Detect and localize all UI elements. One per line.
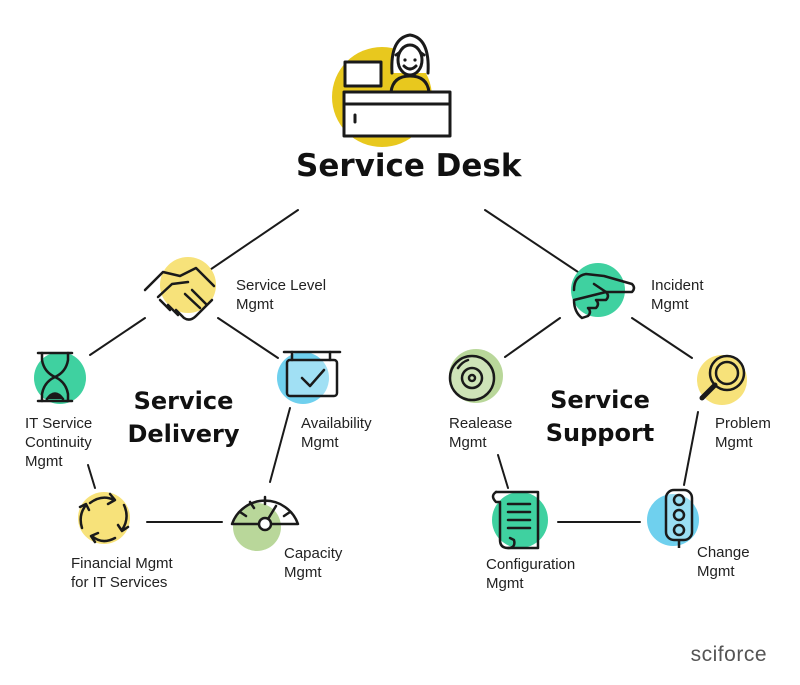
availability-line2: Mgmt — [301, 434, 339, 451]
connector-incident-problem — [631, 317, 693, 359]
continuity-line3: Mgmt — [25, 453, 63, 470]
problem-line2: Mgmt — [715, 434, 753, 451]
service-delivery-line1: Service — [133, 387, 234, 415]
disc-icon — [448, 349, 503, 403]
service-level-line2: Mgmt — [236, 296, 274, 313]
connector-incident-release — [504, 317, 561, 358]
incident-label: Incident Mgmt — [651, 276, 704, 314]
service-support-heading: Service Support — [540, 384, 660, 450]
configuration-line2: Mgmt — [486, 575, 524, 592]
connector-desk-incident — [484, 209, 591, 281]
configuration-label: Configuration Mgmt — [486, 555, 575, 593]
hourglass-icon — [34, 351, 86, 404]
service-level-label: Service Level Mgmt — [236, 276, 326, 314]
service-support-line2: Support — [545, 419, 655, 447]
incident-line1: Incident — [651, 277, 704, 294]
continuity-label: IT Service Continuity Mgmt — [25, 414, 92, 471]
connector-problem-change — [683, 411, 699, 486]
document-scroll-icon — [491, 490, 548, 550]
service-level-line1: Service Level — [236, 277, 327, 294]
incident-line2: Mgmt — [651, 296, 689, 313]
magnifier-icon — [697, 354, 747, 405]
brand-logo: sciforce — [690, 643, 767, 666]
capacity-label: Capacity Mgmt — [284, 544, 342, 582]
service-desk-agent-icon — [332, 33, 452, 147]
pointing-hand-icon — [571, 263, 636, 320]
connector-release-configuration — [497, 454, 509, 489]
release-line1: Realease — [449, 415, 513, 432]
release-label: Realease Mgmt — [449, 414, 512, 452]
continuity-line1: IT Service — [25, 415, 93, 432]
problem-label: Problem Mgmt — [715, 414, 771, 452]
traffic-light-icon — [647, 488, 699, 548]
change-label: Change Mgmt — [697, 543, 750, 581]
capacity-line1: Capacity — [284, 545, 343, 562]
page-title: Service Desk — [296, 148, 522, 184]
availability-line1: Availability — [301, 415, 372, 432]
monitor-check-icon — [277, 350, 342, 404]
configuration-line1: Configuration — [486, 556, 576, 573]
gauge-icon — [230, 495, 300, 551]
cycle-arrows-icon — [78, 492, 130, 544]
change-line2: Mgmt — [697, 563, 735, 580]
availability-label: Availability Mgmt — [301, 414, 372, 452]
service-delivery-heading: Service Delivery — [126, 385, 241, 451]
service-support-line1: Service — [550, 386, 650, 414]
problem-line1: Problem — [715, 415, 771, 432]
connector-service-level-availability — [217, 317, 279, 359]
continuity-line2: Continuity — [25, 434, 92, 451]
capacity-line2: Mgmt — [284, 564, 322, 581]
financial-line2: for IT Services — [71, 574, 168, 591]
financial-label: Financial Mgmt for IT Services — [71, 554, 173, 592]
connector-continuity-financial — [87, 464, 96, 489]
connector-desk-service-level — [194, 209, 299, 281]
connector-availability-capacity — [269, 407, 291, 483]
financial-line1: Financial Mgmt — [71, 555, 173, 572]
connector-service-level-continuity — [89, 317, 146, 356]
release-line2: Mgmt — [449, 434, 487, 451]
service-delivery-line2: Delivery — [127, 420, 240, 448]
handshake-icon — [143, 257, 216, 321]
change-line1: Change — [697, 544, 750, 561]
connector-lines — [87, 209, 699, 523]
